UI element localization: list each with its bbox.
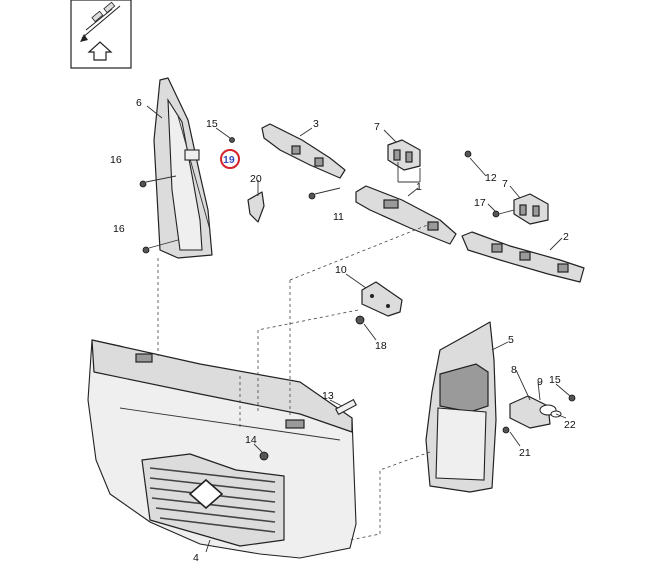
callout-8: 8 <box>511 364 517 376</box>
orientation-arrow-icon <box>70 0 132 69</box>
callout-1: 1 <box>416 181 422 193</box>
callout-7-upper: 7 <box>374 121 380 133</box>
mounting-plate-part-10 <box>361 281 403 317</box>
center-bracket-part-1 <box>355 185 457 245</box>
assembly-lines <box>157 223 431 541</box>
callout-10: 10 <box>335 264 347 276</box>
mounting-bracket-part-7-upper <box>387 139 421 171</box>
highlight-ring <box>220 149 240 169</box>
callout-22: 22 <box>564 419 576 431</box>
callout-12: 12 <box>485 172 497 184</box>
callout-18: 18 <box>375 340 387 352</box>
hinge-assembly-part-8-9 <box>509 395 562 429</box>
callout-4: 4 <box>193 552 199 564</box>
callout-21: 21 <box>519 447 531 459</box>
callout-15-lower: 15 <box>549 374 561 386</box>
screws-fasteners <box>139 137 576 461</box>
callout-15-upper: 15 <box>206 118 218 130</box>
callout-19-highlighted: 19 <box>223 154 235 166</box>
callout-7-lower: 7 <box>502 178 508 190</box>
callout-17: 17 <box>474 197 486 209</box>
callout-leaders <box>146 105 571 553</box>
callout-13: 13 <box>322 390 334 402</box>
front-grille-panel-part-4 <box>87 339 357 559</box>
callout-5: 5 <box>508 334 514 346</box>
left-corner-trim-part <box>153 77 213 259</box>
right-bracket-part-2 <box>461 231 585 283</box>
right-corner-trim-part-5 <box>425 321 497 493</box>
callout-11: 11 <box>333 211 344 223</box>
callout-16-lower: 16 <box>113 223 125 235</box>
mounting-bracket-part-7-lower <box>513 193 549 225</box>
callout-3: 3 <box>313 118 319 130</box>
callout-2: 2 <box>563 231 569 243</box>
callout-6: 6 <box>136 97 142 109</box>
bracket-part-3 <box>261 123 346 179</box>
callout-14: 14 <box>245 434 257 446</box>
callout-16-upper: 16 <box>110 154 122 166</box>
callout-labels: 6 15 19 16 20 16 3 7 1 11 12 7 17 2 10 1… <box>110 97 576 564</box>
callout-20: 20 <box>250 173 262 185</box>
callout-9: 9 <box>537 376 543 388</box>
